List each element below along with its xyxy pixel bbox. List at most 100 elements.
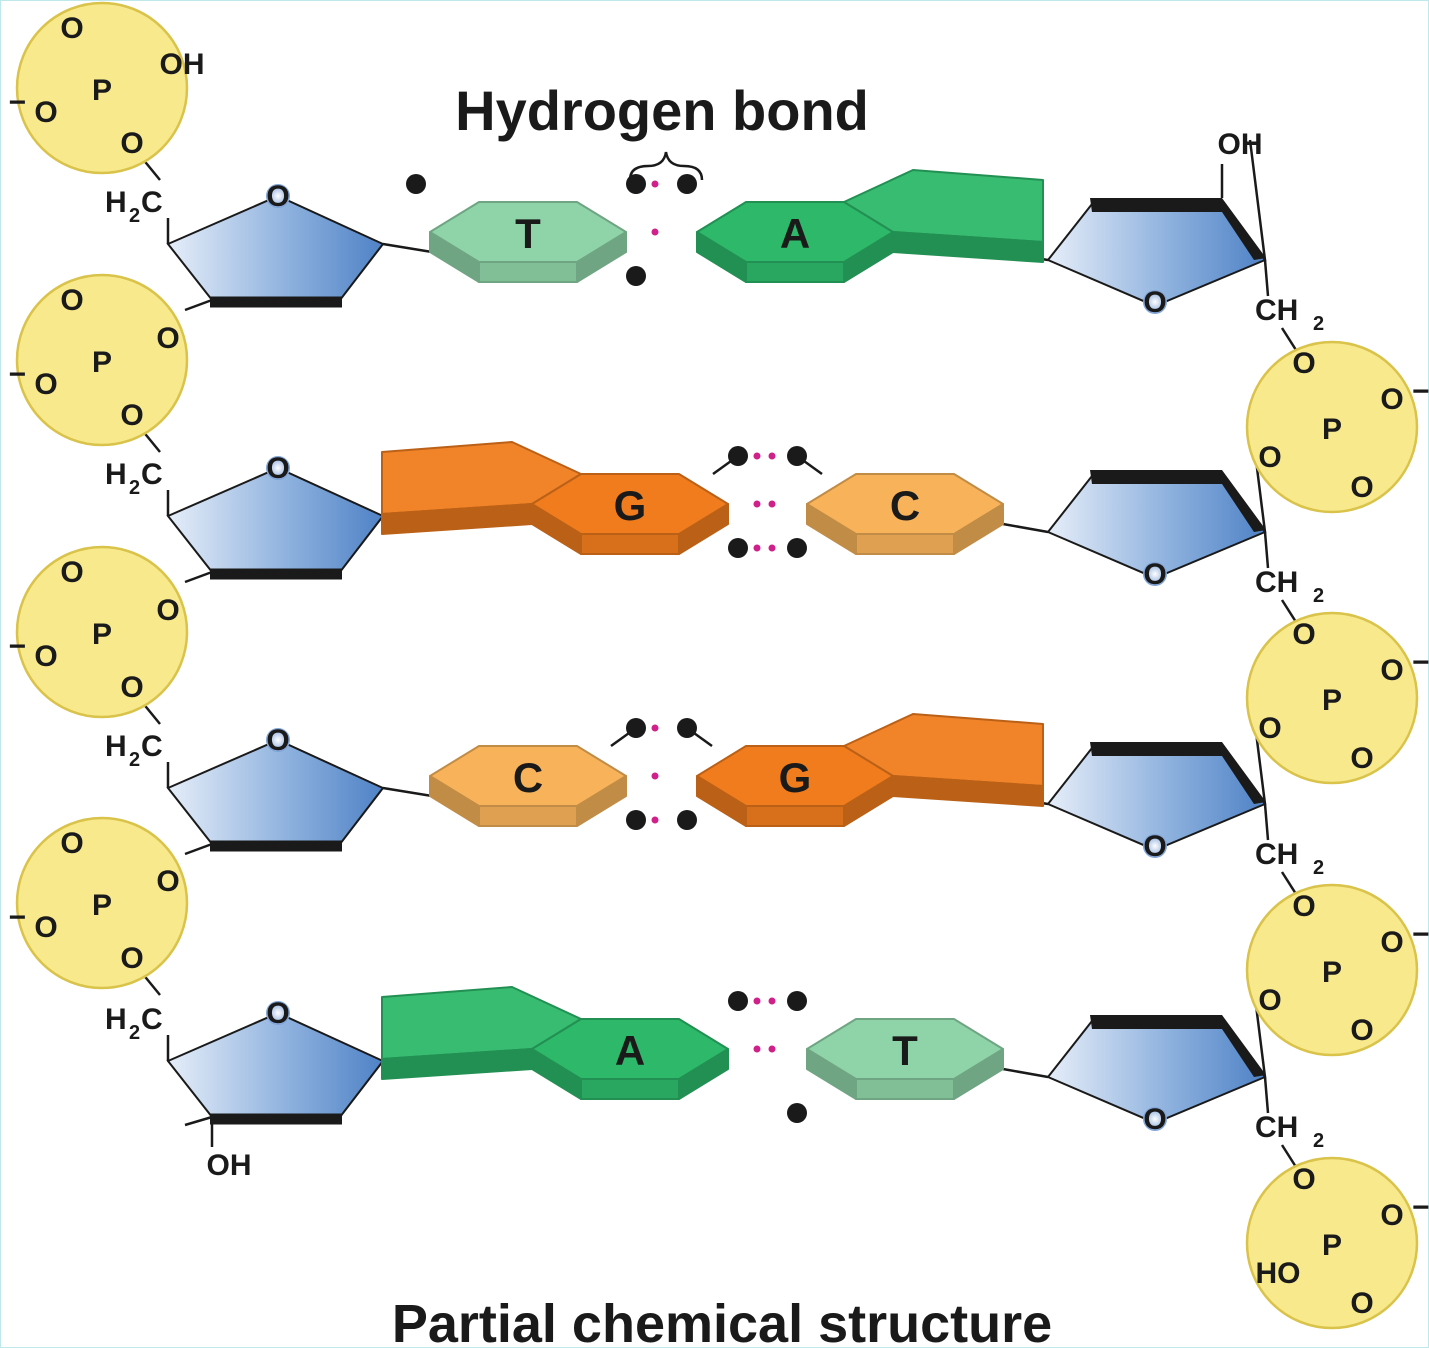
anionic-oxygen: O: [1380, 654, 1403, 687]
base-T: [429, 201, 627, 263]
bond-end-dot: [728, 538, 748, 558]
base-C: [429, 745, 627, 807]
phosphorus-atom: P: [1322, 1229, 1342, 1262]
anionic-oxygen: O: [1380, 926, 1403, 959]
sugar-to-phosphate-bond: [184, 1115, 213, 1127]
bridging-oxygen: O: [1258, 712, 1281, 745]
bridging-oxygen: O: [1292, 1163, 1315, 1196]
h2c-group: H: [105, 458, 127, 491]
base-T-front: [855, 1078, 955, 1100]
bridging-oxygen: O: [1258, 984, 1281, 1017]
ring-oxygen: O: [266, 452, 289, 485]
ring-oxygen: O: [266, 724, 289, 757]
phosphate-group: [1245, 611, 1419, 785]
base-label-C: C: [513, 754, 543, 801]
bond-end-dot: [626, 810, 646, 830]
phosphorus-atom: P: [1322, 956, 1342, 989]
anionic-oxygen: O: [34, 911, 57, 944]
sugar-c5-bond: [1263, 531, 1270, 569]
sugar-c5-bond: [1263, 803, 1270, 841]
bond-end-dot: [728, 991, 748, 1011]
phosphorus-atom: P: [1322, 684, 1342, 717]
base-A: [531, 1018, 729, 1080]
h2c-carbon: C: [141, 186, 163, 219]
base-label-A: A: [615, 1027, 645, 1074]
sugar-to-phosphate-bond: [184, 842, 213, 856]
phosphate-group: [15, 273, 189, 447]
bond-end-dot: [787, 446, 807, 466]
bond-end-dot: [406, 174, 426, 194]
phosphorus-atom: P: [1322, 413, 1342, 446]
base-T: [806, 1018, 1004, 1080]
sugar-c5-bond: [1263, 1076, 1270, 1114]
sugar-c5-bond: [1263, 259, 1270, 297]
ring-oxygen-highlight: [266, 456, 290, 480]
sugar-back-edge: [1090, 1015, 1266, 1077]
hydroxyl-group: OH: [160, 48, 205, 81]
ring-oxygen: O: [266, 180, 289, 213]
ring-oxygen: O: [1143, 830, 1166, 863]
h2c-subscript: 2: [129, 749, 140, 771]
bond-end-dot: [677, 810, 697, 830]
ch2-subscript: 2: [1313, 313, 1324, 335]
bridging-oxygen: O: [156, 322, 179, 355]
glycosidic-bond: [382, 242, 433, 254]
phosphorus-atom: P: [92, 74, 112, 107]
double-bond-oxygen: O: [60, 827, 83, 860]
negative-charge: −: [8, 630, 26, 663]
sugar-back-edge: [1090, 198, 1266, 260]
h2c-carbon: C: [141, 1003, 163, 1036]
ch2-to-oxygen-bond: [1280, 871, 1298, 895]
ring-oxygen-highlight: [1143, 834, 1167, 858]
base-C-front: [478, 805, 578, 827]
bond-end-dot: [728, 446, 748, 466]
double-bond-oxygen: O: [60, 556, 83, 589]
base-label-A: A: [780, 210, 810, 257]
base-A: [696, 201, 894, 263]
bridging-oxygen: O: [120, 671, 143, 704]
h2c-subscript: 2: [129, 477, 140, 499]
ring-oxygen: O: [1143, 558, 1166, 591]
phosphorus-atom: P: [92, 346, 112, 379]
phosphate-group: [15, 816, 189, 990]
bond-end-dot: [626, 266, 646, 286]
h2c-subscript: 2: [129, 205, 140, 227]
double-bond-oxygen: O: [60, 12, 83, 45]
h2c-carbon: C: [141, 458, 163, 491]
bond-end-dot: [787, 1103, 807, 1123]
base-G-front: [745, 805, 845, 827]
h2c-group: H: [105, 730, 127, 763]
bond-end-dot: [677, 718, 697, 738]
hydrogen-bond-brace: [628, 151, 704, 181]
ch2-group: CH: [1255, 566, 1298, 599]
negative-charge: −: [8, 901, 26, 934]
ring-oxygen-highlight: [266, 728, 290, 752]
phosphate-group: [1245, 340, 1419, 514]
glycosidic-bond: [382, 786, 433, 798]
ch2-group: CH: [1255, 1111, 1298, 1144]
hydroxyl-3-prime: OH: [207, 1149, 252, 1182]
bond-end-dot: [787, 991, 807, 1011]
h2c-carbon: C: [141, 730, 163, 763]
base-G-pentagon-side: [381, 503, 533, 535]
base-C: [806, 473, 1004, 535]
base-G: [531, 473, 729, 535]
negative-charge: −: [1412, 375, 1429, 408]
base-label-G: G: [779, 754, 812, 801]
deoxyribose-sugar: [166, 194, 385, 301]
ch2-subscript: 2: [1313, 585, 1324, 607]
ch2-to-oxygen-bond: [1280, 1144, 1298, 1168]
sugar-to-phosphate-bond: [1248, 139, 1267, 261]
negative-charge: −: [8, 86, 26, 119]
ch2-group: CH: [1255, 838, 1298, 871]
negative-charge: −: [1412, 918, 1429, 951]
ch2-group: CH: [1255, 294, 1298, 327]
bridging-oxygen: O: [1292, 347, 1315, 380]
double-bond-oxygen: O: [60, 284, 83, 317]
base-G-front: [580, 533, 680, 555]
deoxyribose-sugar: [166, 1011, 385, 1118]
deoxyribose-sugar: [166, 738, 385, 845]
bridging-oxygen: O: [120, 942, 143, 975]
h2c-group: H: [105, 1003, 127, 1036]
ring-oxygen-highlight: [1143, 290, 1167, 314]
